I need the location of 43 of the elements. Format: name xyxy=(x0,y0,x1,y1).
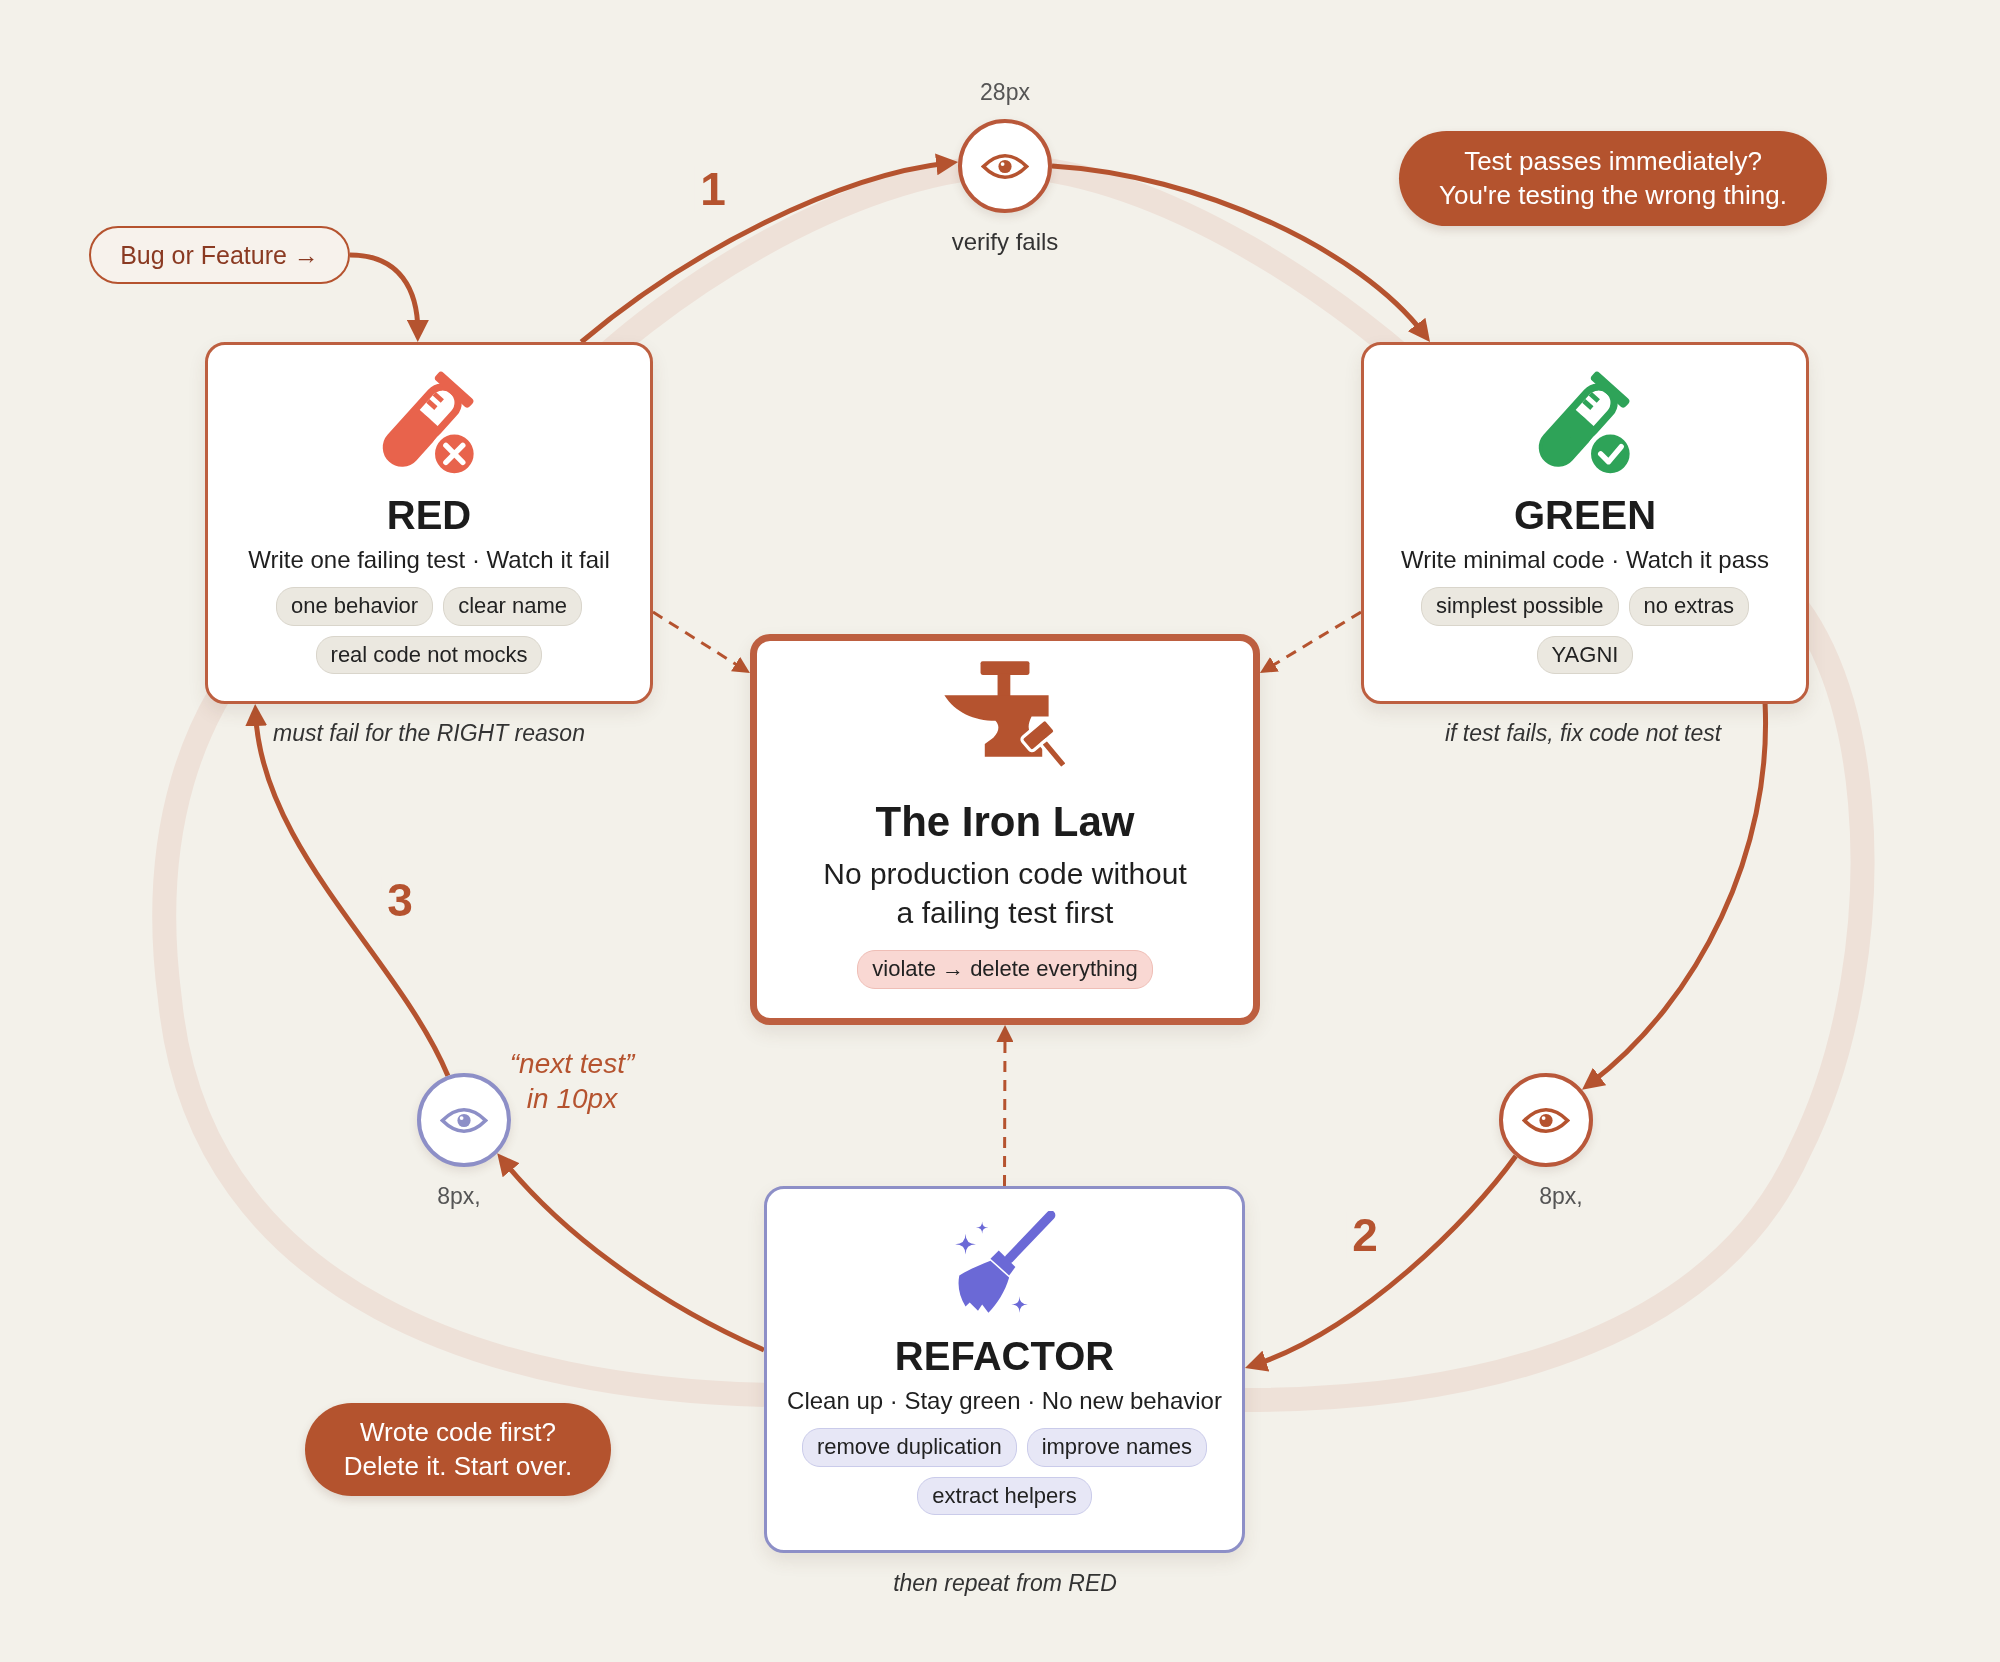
card-description: Write minimal code · Watch it pass xyxy=(1400,545,1770,575)
card-caption: then repeat from RED xyxy=(893,1568,1117,1598)
tag-pill: one behavior xyxy=(275,587,434,626)
arrow xyxy=(1582,704,1768,1091)
warning-callout: Wrote code first? Delete it. Start over. xyxy=(305,1403,611,1496)
tag-pill: simplest possible xyxy=(1421,587,1619,626)
card-title: GREEN xyxy=(1513,492,1657,538)
card-caption: must fail for the RIGHT reason xyxy=(273,718,585,748)
annotation-text: 8px, xyxy=(1539,1181,1583,1211)
card-title: The Iron Law xyxy=(875,798,1135,847)
arrow xyxy=(349,252,429,342)
card-description: Write one failing test · Watch it fail xyxy=(248,545,610,575)
tag-pill: clear name xyxy=(443,587,583,626)
dashed-arrow xyxy=(996,1024,1014,1186)
entry-pill: Bug or Feature → xyxy=(89,226,350,284)
phase-card xyxy=(764,1186,1245,1553)
phase-card xyxy=(1361,342,1809,704)
arrow xyxy=(579,153,959,344)
tag-pill: remove duplication xyxy=(801,1428,1017,1467)
warning-callout: Test passes immediately? You're testing the wrong thing. xyxy=(1399,131,1827,226)
tag-pill: no extras xyxy=(1628,587,1749,626)
rule-card xyxy=(750,634,1260,1025)
card-caption: if test fails, fix code not test xyxy=(1444,718,1722,748)
annotation-text: 28px xyxy=(980,77,1030,107)
card-description: Clean up · Stay green · No new behavior xyxy=(787,1386,1222,1416)
dashed-arrow xyxy=(652,610,750,674)
circle-caption: verify fails xyxy=(951,227,1059,257)
arrow xyxy=(497,1153,766,1353)
tag-pill: improve names xyxy=(1026,1428,1208,1467)
card-description: No production code without a failing test first xyxy=(822,856,1188,932)
annotation-text: 8px, xyxy=(437,1181,481,1211)
card-title: RED xyxy=(386,492,472,538)
tag-pill: extract helpers xyxy=(917,1476,1092,1516)
card-title: REFACTOR xyxy=(894,1333,1115,1379)
tag-pill: violate → delete everything xyxy=(857,950,1153,989)
phase-card xyxy=(205,342,653,704)
arrow xyxy=(1051,163,1431,342)
arrow xyxy=(1245,1154,1518,1371)
arrow xyxy=(246,704,451,1077)
dashed-arrow xyxy=(1259,610,1362,674)
tag-pill: real code not mocks xyxy=(315,635,543,675)
annotation-text: “next test” in 10px xyxy=(508,1047,637,1116)
tag-pill: YAGNI xyxy=(1536,635,1634,675)
